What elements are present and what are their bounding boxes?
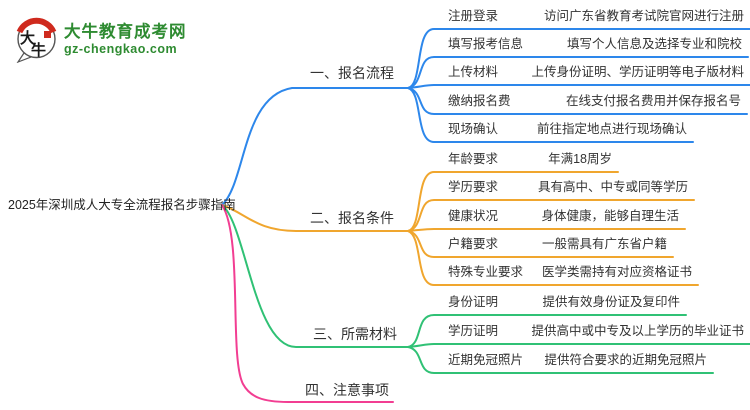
branch1-lines <box>221 28 750 206</box>
leaf-key: 缴纳报名费 <box>448 94 511 108</box>
leaf-value: 上传身份证明、学历证明等电子版材料 <box>531 65 744 79</box>
leaf-key: 户籍要求 <box>448 237 499 251</box>
branch4-lines <box>221 204 394 403</box>
leaf-value: 身体健康，能够自理生活 <box>541 209 679 223</box>
leaf-value: 填写个人信息及选择专业和院校 <box>566 37 742 51</box>
leaf-row: 年龄要求 年满18周岁 <box>433 147 618 172</box>
leaf-value: 医学类需持有对应资格证书 <box>541 265 692 279</box>
branch-label-registration-process: 一、报名流程 <box>310 65 394 81</box>
leaf-key: 上传材料 <box>448 65 499 79</box>
seal-icon <box>44 31 51 38</box>
leaf-value: 访问广东省教育考试院官网进行注册 <box>543 9 744 23</box>
daniu-logo-icon: 大 牛 <box>16 17 57 63</box>
leaf-row: 健康状况 身体健康，能够自理生活 <box>433 204 685 229</box>
branch3-lines <box>221 204 750 374</box>
leaf-key: 学历要求 <box>448 180 499 194</box>
branch2-lines <box>221 171 699 286</box>
leaf-key: 健康状况 <box>448 209 499 223</box>
leaf-value: 前往指定地点进行现场确认 <box>536 122 687 136</box>
leaf-row: 身份证明 提供有效身份证及复印件 <box>433 290 686 315</box>
leaf-value: 具有高中、中专或同等学历 <box>537 180 688 194</box>
leaf-value: 年满18周岁 <box>548 152 612 166</box>
leaf-value: 一般需具有广东省户籍 <box>541 237 667 251</box>
leaf-key: 学历证明 <box>448 324 499 338</box>
leaf-row: 户籍要求 一般需具有广东省户籍 <box>433 232 673 257</box>
leaf-row: 注册登录 访问广东省教育考试院官网进行注册 <box>433 4 750 29</box>
leaf-row: 上传材料 上传身份证明、学历证明等电子版材料 <box>433 60 750 85</box>
leaf-value: 在线支付报名费用并保存报名号 <box>565 94 741 108</box>
logo-char-niu: 牛 <box>31 41 46 59</box>
leaf-value: 提供高中或中专及以上学历的毕业证书 <box>531 324 744 338</box>
site-domain: gz-chengkao.com <box>64 41 178 56</box>
logo-text-block: 大牛教育成考网 gz-chengkao.com <box>64 22 187 57</box>
leaf-row: 填写报考信息 填写个人信息及选择专业和院校 <box>433 32 748 57</box>
leaf-row: 现场确认 前往指定地点进行现场确认 <box>433 117 693 142</box>
leaf-key: 现场确认 <box>448 122 499 136</box>
leaf-value: 提供有效身份证及复印件 <box>542 295 680 309</box>
logo-char-da: 大 <box>20 29 35 47</box>
leaf-row: 特殊专业要求 医学类需持有对应资格证书 <box>433 260 698 285</box>
central-topic: 2025年深圳成人大专全流程报名步骤指南 <box>8 198 236 212</box>
site-logo: 大 牛 大牛教育成考网 gz-chengkao.com <box>14 15 187 63</box>
leaf-value: 提供符合要求的近期免冠照片 <box>544 353 707 367</box>
branch-label-registration-conditions: 二、报名条件 <box>310 210 394 226</box>
branch-label-required-materials: 三、所需材料 <box>313 326 397 342</box>
leaf-key: 注册登录 <box>448 9 499 23</box>
leaf-key: 近期免冠照片 <box>448 353 524 367</box>
leaf-row: 近期免冠照片 提供符合要求的近期免冠照片 <box>433 348 713 373</box>
leaf-row: 学历要求 具有高中、中专或同等学历 <box>433 175 694 200</box>
site-name: 大牛教育成考网 <box>64 22 187 41</box>
branch-label-notes: 四、注意事项 <box>305 382 389 398</box>
leaf-key: 填写报考信息 <box>448 37 524 51</box>
leaf-row: 学历证明 提供高中或中专及以上学历的毕业证书 <box>433 319 750 344</box>
leaf-row: 缴纳报名费 在线支付报名费用并保存报名号 <box>433 89 747 114</box>
leaf-key: 特殊专业要求 <box>448 265 524 279</box>
leaf-key: 年龄要求 <box>448 152 499 166</box>
leaf-key: 身份证明 <box>448 295 499 309</box>
